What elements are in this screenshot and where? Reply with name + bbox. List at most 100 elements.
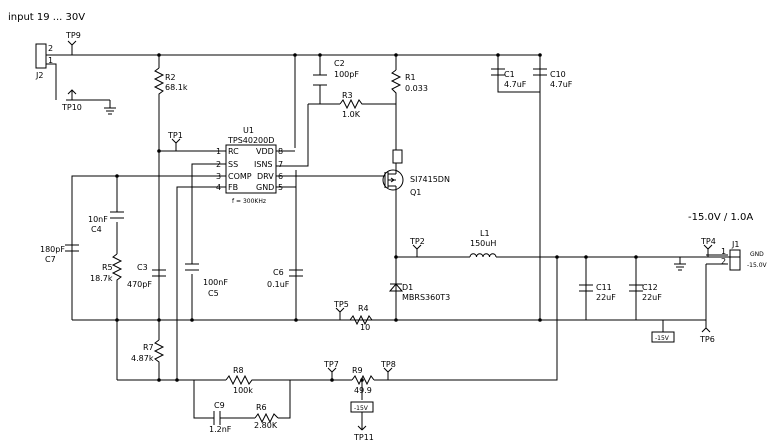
capacitor-c9: C9 1.2nF	[209, 401, 232, 434]
svg-text:R6: R6	[256, 403, 267, 412]
svg-text:470pF: 470pF	[127, 280, 152, 289]
svg-text:J1: J1	[731, 240, 739, 249]
svg-text:C3: C3	[137, 263, 148, 272]
svg-text:4.7uF: 4.7uF	[504, 80, 527, 89]
svg-text:C12: C12	[642, 283, 658, 292]
testpoint-tp10	[67, 89, 77, 100]
svg-text:f = 300KHz: f = 300KHz	[232, 198, 266, 205]
svg-text:1: 1	[48, 56, 53, 65]
svg-text:L1: L1	[480, 229, 490, 238]
svg-text:4.7uF: 4.7uF	[550, 80, 573, 89]
ground-symbol-output	[674, 257, 686, 271]
resistor-r4: R4 10	[349, 304, 373, 332]
svg-text:R2: R2	[165, 73, 176, 82]
mosfet-q1: SI7415DN Q1	[382, 149, 450, 197]
svg-text:DRV: DRV	[257, 172, 274, 181]
testpoint-tp2	[412, 244, 422, 257]
svg-text:R9: R9	[352, 366, 363, 375]
svg-text:100pF: 100pF	[334, 70, 359, 79]
svg-text:C4: C4	[91, 225, 102, 234]
capacitor-c6: C6 0.1uF	[267, 268, 303, 289]
svg-text:C10: C10	[550, 70, 566, 79]
svg-text:R5: R5	[102, 263, 113, 272]
svg-text:1.0K: 1.0K	[342, 110, 361, 119]
svg-text:18.7k: 18.7k	[90, 274, 113, 283]
svg-text:R3: R3	[342, 91, 353, 100]
testpoint-tp5-label: TP5	[333, 300, 349, 309]
svg-text:COMP: COMP	[228, 172, 252, 181]
svg-text:68.1k: 68.1k	[165, 83, 188, 92]
testpoint-tp10-label: TP10	[61, 103, 82, 112]
svg-text:1: 1	[216, 147, 221, 156]
testpoint-tp9	[67, 40, 77, 55]
svg-text:22uF: 22uF	[642, 293, 662, 302]
svg-text:1.2nF: 1.2nF	[209, 425, 232, 434]
svg-text:R7: R7	[143, 343, 154, 352]
svg-text:10: 10	[360, 323, 370, 332]
svg-text:-15.0V: -15.0V	[747, 262, 768, 269]
net-label-neg15-a: -15V	[651, 320, 675, 343]
svg-text:22uF: 22uF	[596, 293, 616, 302]
output-voltage-note: -15.0V / 1.0A	[688, 212, 753, 223]
testpoint-tp4	[703, 244, 713, 257]
svg-text:2: 2	[48, 44, 53, 53]
ic-u1: U1 TPS40200D f = 300KHz 1 RC 2 SS 3 COMP…	[216, 126, 283, 205]
svg-text:100nF: 100nF	[203, 278, 228, 287]
svg-text:C2: C2	[334, 59, 345, 68]
testpoint-tp1	[171, 138, 181, 151]
testpoint-tp8	[383, 367, 393, 380]
testpoint-tp6	[701, 320, 711, 333]
svg-text:GND: GND	[750, 251, 764, 258]
svg-text:FB: FB	[228, 183, 238, 192]
capacitor-c7: 180pF C7	[40, 244, 79, 264]
svg-text:ISNS: ISNS	[254, 160, 273, 169]
svg-text:10nF: 10nF	[88, 215, 108, 224]
capacitor-c2: C2 100pF	[313, 59, 359, 86]
resistor-r6: R6 2.80K	[254, 403, 279, 430]
svg-text:MBRS360T3: MBRS360T3	[402, 293, 450, 302]
net-label-neg15-b: -15V	[350, 401, 374, 413]
testpoint-tp7	[327, 367, 337, 380]
svg-text:5: 5	[278, 183, 283, 192]
resistor-r7: R7 4.87k	[131, 339, 165, 364]
svg-text:2: 2	[721, 257, 726, 266]
connector-j2: 2 1 J2	[35, 43, 53, 80]
svg-text:7: 7	[278, 160, 283, 169]
capacitor-c11: C11 22uF	[579, 283, 616, 302]
capacitor-c10: C10 4.7uF	[533, 68, 573, 89]
svg-text:0.1uF: 0.1uF	[267, 280, 290, 289]
svg-text:D1: D1	[402, 283, 413, 292]
svg-text:100k: 100k	[233, 386, 253, 395]
testpoint-tp7-label: TP7	[323, 360, 339, 369]
svg-text:-15V: -15V	[354, 405, 369, 412]
diode-d1: D1 MBRS360T3	[388, 283, 450, 302]
testpoint-tp11-label: TP11	[353, 433, 374, 442]
svg-text:Q1: Q1	[410, 188, 421, 197]
svg-text:-15V: -15V	[655, 335, 670, 342]
svg-text:C6: C6	[273, 268, 284, 277]
testpoint-tp2-label: TP2	[409, 237, 425, 246]
svg-text:C5: C5	[208, 289, 219, 298]
svg-text:180pF: 180pF	[40, 245, 65, 254]
wires	[46, 54, 741, 430]
testpoint-tp1-label: TP1	[167, 131, 183, 140]
svg-text:TPS40200D: TPS40200D	[227, 136, 274, 145]
resistor-r8: R8 100k	[225, 366, 255, 395]
svg-text:VDD: VDD	[256, 147, 274, 156]
svg-text:R4: R4	[358, 304, 369, 313]
resistor-r5: R5 18.7k	[90, 253, 123, 284]
svg-text:C9: C9	[214, 401, 225, 410]
capacitor-c12: C12 22uF	[629, 283, 662, 302]
svg-text:1: 1	[721, 247, 726, 256]
svg-text:GND: GND	[256, 183, 274, 192]
inductor-l1: L1 150uH	[469, 229, 497, 258]
svg-text:C1: C1	[504, 70, 515, 79]
svg-text:6: 6	[278, 172, 283, 181]
svg-text:U1: U1	[243, 126, 254, 135]
testpoint-tp11	[357, 425, 367, 431]
svg-text:2: 2	[216, 160, 221, 169]
resistor-r9: R9 49.9	[351, 366, 375, 395]
svg-text:C7: C7	[45, 255, 56, 264]
connector-j1: 1 2 J1 GND -15.0V	[721, 240, 768, 271]
